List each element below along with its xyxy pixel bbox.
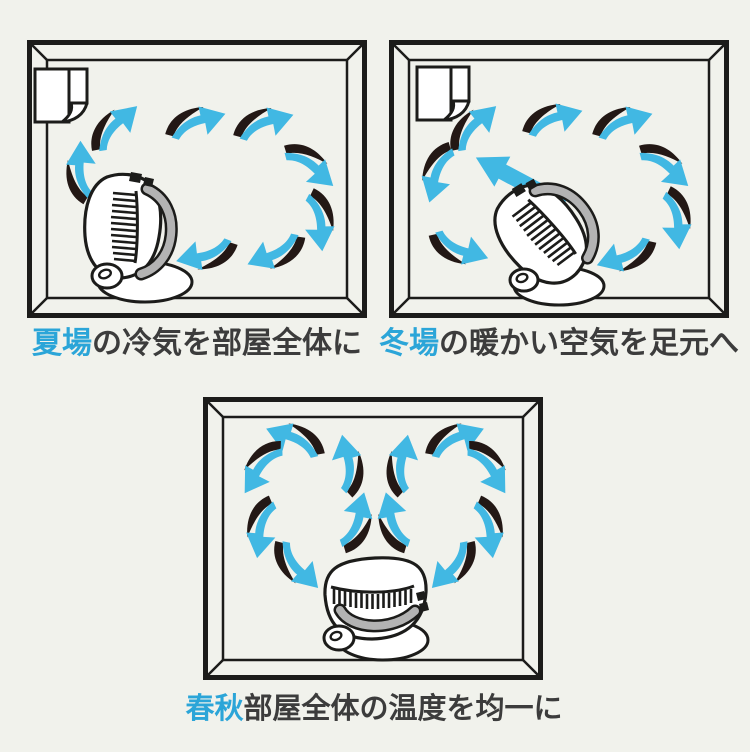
airflow-arrow-icon — [425, 228, 492, 269]
caption-winter-highlight: 冬場 — [379, 326, 439, 361]
summer-illustration — [27, 40, 367, 318]
circulator-fan-icon — [477, 162, 612, 307]
airflow-arrow-icon — [471, 495, 506, 559]
airflow-arrow-icon — [419, 535, 489, 597]
airflow-arrow-icon — [235, 432, 288, 502]
airflow-arrow-icon — [230, 104, 296, 143]
airflow-arrow-icon — [419, 139, 456, 205]
airflow-arrow-icon — [278, 130, 342, 199]
air-conditioner-icon — [415, 65, 471, 122]
caption-winter-rest: の暖かい空気を足元へ — [439, 326, 739, 361]
airflow-arrow-icon — [301, 187, 338, 253]
airflow-arrow-icon — [175, 237, 239, 272]
airflow-arrow-icon — [322, 431, 375, 501]
caption-summer-rest: の冷気を部屋全体に — [92, 326, 362, 361]
airflow-arrow-icon — [244, 495, 279, 559]
airflow-arrow-icon — [658, 185, 695, 251]
airflow-arrow-icon — [375, 431, 428, 501]
caption-summer-highlight: 夏場 — [32, 326, 92, 361]
airflow-arrow-icon — [633, 130, 697, 199]
caption-winter: 冬場の暖かい空気を足元へ — [377, 327, 741, 360]
winter-illustration — [389, 40, 729, 318]
spring-autumn-illustration — [203, 397, 543, 680]
circulator-fan-icon — [322, 556, 430, 662]
circulator-fan-icon — [85, 172, 194, 304]
airflow-arrow-icon — [162, 103, 228, 142]
caption-spring-autumn-rest: 部屋全体の温度を均一に — [243, 691, 563, 725]
caption-spring-autumn-highlight: 春秋 — [185, 691, 244, 725]
airflow-arrow-icon — [519, 100, 585, 139]
panel-summer — [27, 40, 367, 318]
airflow-arrow-icon — [462, 432, 515, 502]
panel-winter — [389, 40, 729, 318]
airflow-arrow-icon — [338, 490, 375, 555]
panel-spring-autumn — [203, 397, 543, 680]
airflow-arrow-icon — [261, 535, 331, 597]
airflow-arrow-icon — [593, 235, 660, 276]
airflow-arrow-icon — [589, 103, 655, 142]
airflow-arrow-icon — [79, 97, 149, 157]
airflow-arrow-icon — [375, 490, 412, 555]
caption-spring-autumn: 春秋部屋全体の温度を均一に — [179, 691, 569, 725]
air-conditioner-icon — [33, 67, 89, 124]
airflow-arrow-icon — [243, 230, 311, 275]
caption-summer: 夏場の冷気を部屋全体に — [27, 327, 367, 360]
